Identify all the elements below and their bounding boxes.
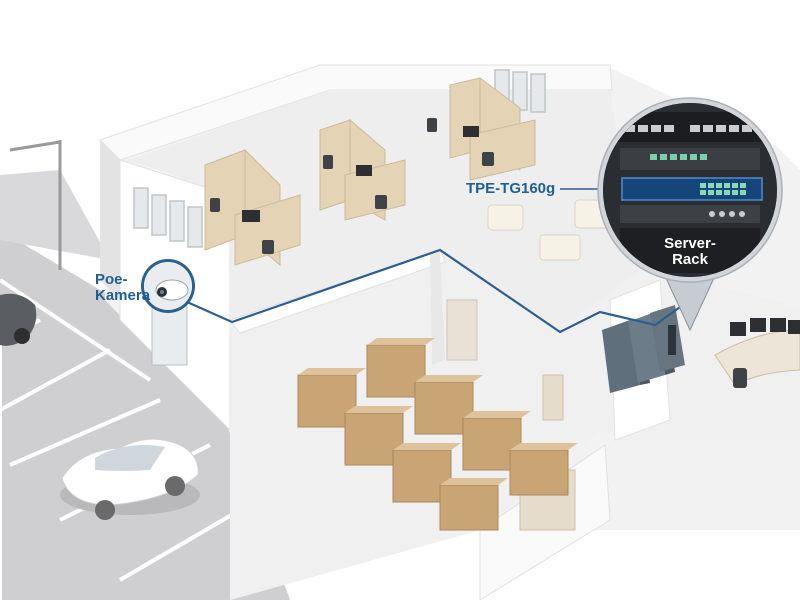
server-rack-zoom-callout [597, 97, 783, 332]
server-rack-label-line2: Rack [672, 250, 708, 268]
side-door [542, 374, 564, 421]
server-rack-label-line1: Server- [664, 235, 716, 252]
server-rack-icon [602, 305, 685, 393]
server-rack-label: Server- Rack [648, 236, 732, 268]
office-chairs [210, 118, 494, 254]
monitors [242, 126, 479, 222]
parked-car-dark [0, 293, 37, 346]
security-camera-icon [141, 259, 195, 313]
control-desk [714, 318, 800, 388]
poe-camera-label-line1: Poe- [95, 271, 128, 288]
network-switch-icon [621, 177, 763, 201]
poe-camera-label-line2: Kamera [95, 286, 151, 304]
poe-camera-label: Poe- Kamera [95, 272, 150, 304]
warehouse-boxes [297, 338, 578, 531]
car-icon [60, 438, 200, 520]
network-cable [159, 248, 691, 334]
street-lamp [9, 140, 62, 270]
parking-lot [0, 140, 290, 600]
warehouse-door [446, 299, 478, 361]
switch-model-label: TPE-TG160g [466, 180, 556, 197]
